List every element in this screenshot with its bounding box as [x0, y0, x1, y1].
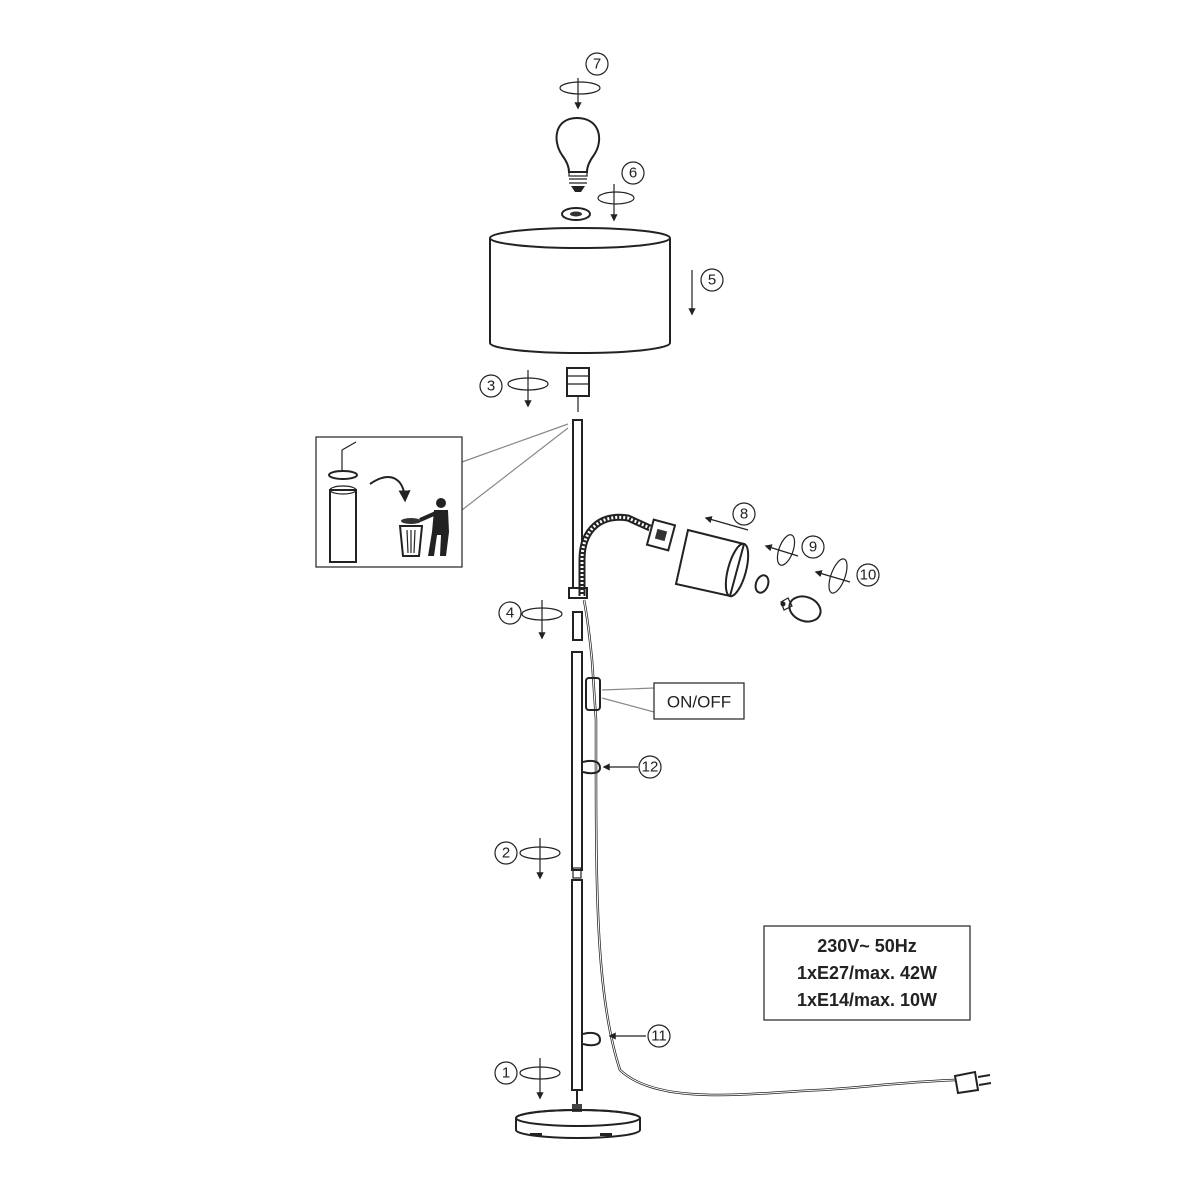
- pole-with-cap-icon: [328, 441, 358, 563]
- gooseneck-arm: [578, 513, 652, 596]
- step-9-number: 9: [809, 539, 817, 556]
- step-4-number: 4: [506, 605, 514, 622]
- step-10-number: 10: [860, 567, 877, 584]
- on-off-label: ON/OFF: [667, 693, 731, 712]
- step-8-number: 8: [740, 506, 748, 523]
- step-3-marker: 3: [479, 374, 503, 398]
- lamp-base: [515, 1104, 641, 1139]
- rotate-arrow-icon: [519, 838, 561, 880]
- lamp-shade-drum: [489, 227, 671, 354]
- step-2-marker: 2: [494, 841, 518, 865]
- rotate-arrow-icon: [559, 78, 601, 110]
- power-cable-inner: [583, 599, 956, 1096]
- step-8-marker: 8: [732, 502, 756, 526]
- step-7-marker: 7: [585, 52, 609, 76]
- cable-clip: [582, 1031, 602, 1047]
- trash-bin-icon: [398, 498, 449, 557]
- step-12-marker: 12: [638, 755, 662, 779]
- spec-box: [763, 925, 971, 1021]
- step-2-number: 2: [502, 845, 510, 862]
- rotate-arrow-icon: [521, 600, 563, 640]
- rotate-arrow-icon: [764, 534, 799, 566]
- step-7-number: 7: [593, 56, 601, 73]
- shade-ring-icon: [561, 207, 591, 221]
- lamp-socket: [566, 367, 590, 412]
- step-11-marker: 11: [647, 1024, 671, 1048]
- step-12-number: 12: [642, 759, 659, 776]
- small-ring-icon: [754, 574, 770, 594]
- light-bulb-e14-icon: [780, 595, 822, 623]
- power-plug-icon: [953, 1070, 992, 1095]
- step-5-marker: 5: [700, 268, 724, 292]
- pole-joint: [572, 867, 582, 879]
- reading-lamp-shade: [674, 528, 750, 598]
- power-cable: [582, 599, 956, 1097]
- protective-cap-detail-box: [315, 436, 463, 568]
- inline-switch: [585, 677, 601, 711]
- lamp-pole: [571, 419, 583, 1108]
- step-10-marker: 10: [856, 563, 880, 587]
- rotate-arrow-icon: [507, 370, 549, 408]
- on-off-label-box: [653, 682, 745, 720]
- step-4-marker: 4: [498, 601, 522, 625]
- step-6-number: 6: [629, 165, 637, 182]
- rotate-arrow-icon: [597, 184, 635, 222]
- step-1-marker: 1: [494, 1061, 518, 1085]
- arm-clamp: [568, 587, 588, 599]
- detail-callout-line: [461, 427, 569, 511]
- step-3-number: 3: [487, 378, 495, 395]
- spec-voltage: 230V~ 50Hz: [817, 936, 917, 956]
- detail-callout-line: [461, 423, 569, 463]
- discard-arrow-icon: [369, 476, 411, 503]
- switch-callout-line: [601, 687, 655, 691]
- step-6-marker: 6: [621, 161, 645, 185]
- spec-e27: 1xE27/max. 42W: [797, 963, 937, 983]
- step-9-marker: 9: [801, 535, 825, 559]
- left-arrow-icon: [704, 516, 749, 531]
- reading-lamp-socket: [645, 518, 677, 552]
- spec-e14: 1xE14/max. 10W: [797, 990, 937, 1010]
- switch-callout-line: [601, 697, 655, 713]
- cable-clip: [582, 759, 602, 775]
- rotate-arrow-icon: [814, 558, 851, 594]
- light-bulb-e27-icon: [555, 116, 601, 192]
- step-11-number: 11: [651, 1028, 667, 1045]
- step-1-number: 1: [502, 1065, 510, 1082]
- rotate-arrow-icon: [519, 1058, 561, 1100]
- step-5-number: 5: [708, 272, 716, 289]
